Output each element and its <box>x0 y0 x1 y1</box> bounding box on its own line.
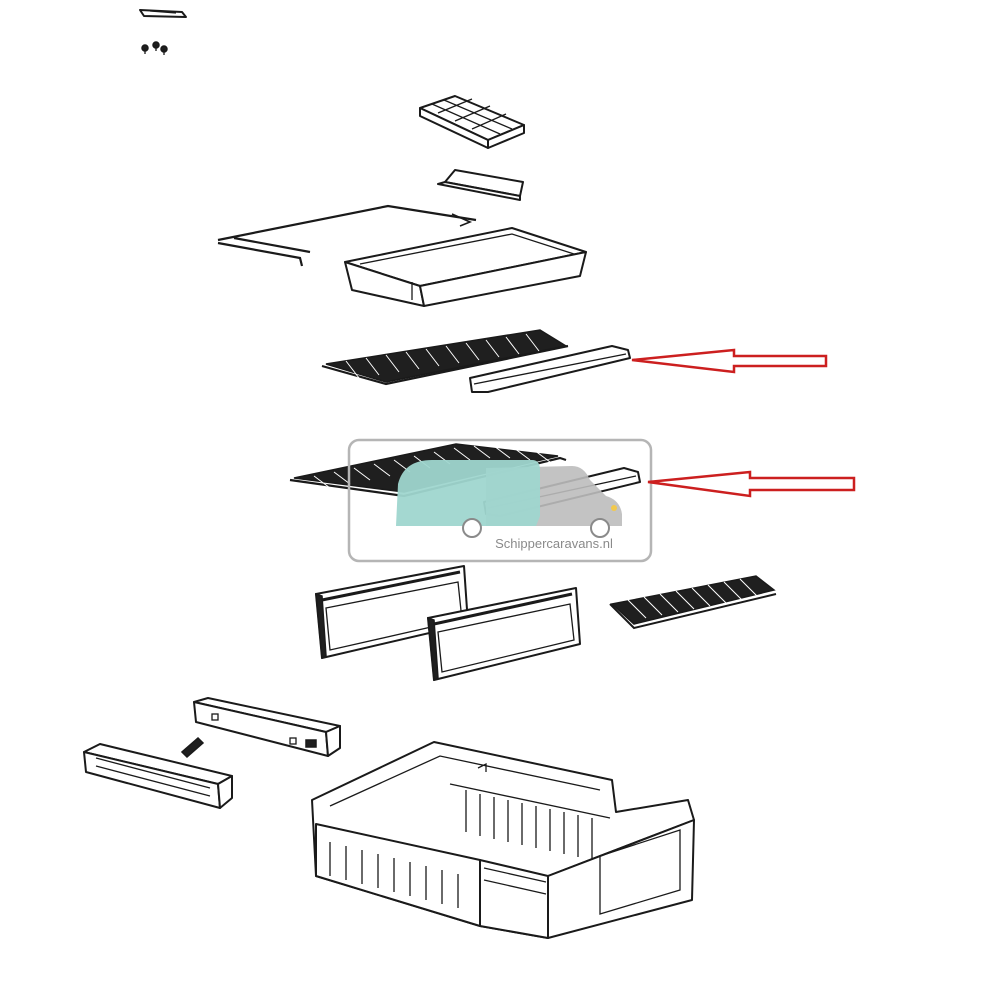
flap-part <box>437 169 524 201</box>
van-headlight <box>611 505 617 511</box>
door-panel-right <box>427 587 581 682</box>
van-wheel <box>590 518 610 538</box>
grid-shelf-upper <box>321 329 569 386</box>
callout-arrow-upper <box>631 348 828 374</box>
caravan-wheel <box>462 518 482 538</box>
side-rail-upper <box>193 697 341 757</box>
side-rail-lower <box>83 743 233 809</box>
screw-part <box>180 736 205 759</box>
ice-cube-tray <box>419 95 525 149</box>
screws-part <box>141 41 168 55</box>
wire-frame <box>217 204 477 267</box>
freezer-tray <box>344 227 587 307</box>
watermark-logo: Schippercaravans.nl <box>347 438 653 563</box>
crisper-drawer <box>311 741 695 939</box>
callout-arrow-lower <box>647 470 856 498</box>
watermark-text: Schippercaravans.nl <box>495 536 613 551</box>
shelf-edge-trim-highlighted <box>469 345 631 393</box>
small-clip-part <box>139 9 187 18</box>
small-grid-panel <box>609 575 777 630</box>
